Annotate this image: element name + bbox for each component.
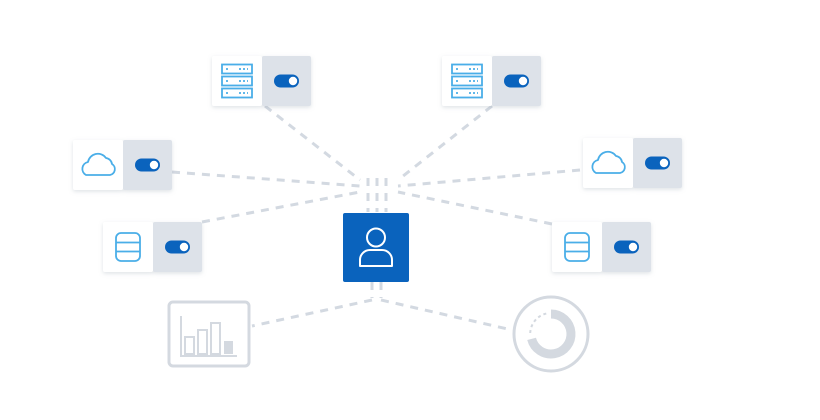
connector-bar-chart <box>251 298 373 328</box>
connector-donut-chart <box>380 298 513 332</box>
card-icon-panel <box>442 56 492 106</box>
bar-chart-icon <box>180 316 237 357</box>
card-server-top-left <box>212 56 311 106</box>
toggle-switch-server-top-right[interactable] <box>504 74 529 88</box>
card-icon-panel <box>73 140 123 190</box>
server-rack-icon <box>221 63 253 99</box>
toggle-switch-database-right[interactable] <box>614 240 639 254</box>
toggle-switch-cloud-right[interactable] <box>645 156 670 170</box>
toggle-switch-cloud-left[interactable] <box>135 158 160 172</box>
card-icon-panel <box>583 138 633 188</box>
connector-cloud-left <box>171 170 361 188</box>
connector-lines <box>171 104 581 332</box>
connector-server-top-left <box>264 104 361 182</box>
card-icon-panel <box>212 56 262 106</box>
cloud-icon <box>81 152 116 176</box>
connector-cloud-right <box>397 168 581 188</box>
database-icon <box>564 232 590 262</box>
toggle-switch-server-top-left[interactable] <box>274 74 299 88</box>
donut-chart-icon <box>527 309 576 359</box>
connector-server-top-right <box>397 104 493 182</box>
center-user-node <box>343 213 409 282</box>
output-donut-chart <box>512 295 590 373</box>
cloud-icon <box>591 150 626 174</box>
card-icon-panel <box>552 222 602 272</box>
output-bar-chart <box>167 300 251 368</box>
connector-database-right <box>397 190 553 226</box>
connector-database-left <box>201 190 361 224</box>
server-rack-icon <box>451 63 483 99</box>
user-icon <box>359 227 393 267</box>
card-cloud-right <box>583 138 682 188</box>
toggle-switch-database-left[interactable] <box>165 240 190 254</box>
database-icon <box>115 232 141 262</box>
card-icon-panel <box>103 222 153 272</box>
